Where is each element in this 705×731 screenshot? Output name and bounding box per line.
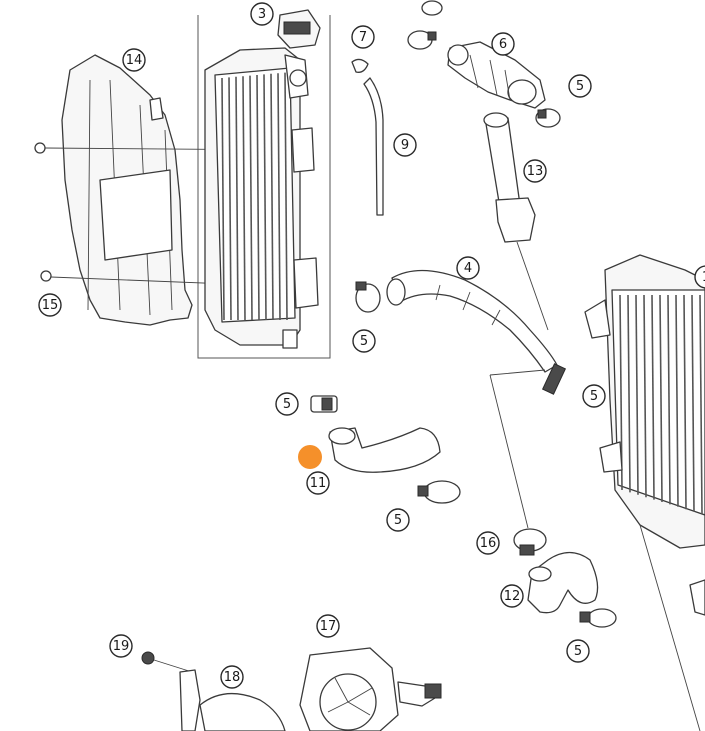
callout-number: 9 bbox=[401, 138, 409, 153]
callout-circle bbox=[491, 32, 515, 56]
callout-circle bbox=[306, 471, 330, 495]
callout-number: 1 bbox=[702, 270, 705, 285]
callout-circle bbox=[566, 639, 590, 663]
hose-clamp-lower-right bbox=[579, 608, 617, 628]
callout-number: 6 bbox=[499, 37, 507, 52]
callout-c4: 4 bbox=[456, 256, 480, 280]
callout-number: 5 bbox=[574, 644, 582, 659]
right-radiator-core bbox=[584, 254, 705, 731]
callout-c5f: 5 bbox=[566, 639, 590, 663]
callout-number: 4 bbox=[464, 261, 472, 276]
breather-clip bbox=[351, 58, 369, 73]
callout-number: 3 bbox=[258, 7, 266, 22]
callout-c11: 11 bbox=[306, 471, 330, 495]
callout-number: 11 bbox=[310, 476, 327, 491]
callout-number: 19 bbox=[113, 639, 130, 654]
radiator-group-frame bbox=[197, 15, 331, 359]
highlight-marker[interactable] bbox=[298, 445, 322, 469]
callout-c5d: 5 bbox=[582, 384, 606, 408]
callout-c16: 16 bbox=[476, 531, 500, 555]
callout-c19: 19 bbox=[109, 634, 133, 658]
callout-circle bbox=[351, 25, 375, 49]
hose-clamp-16 bbox=[513, 528, 547, 556]
callout-c5a: 5 bbox=[568, 74, 592, 98]
callout-c7: 7 bbox=[351, 25, 375, 49]
callout-number: 5 bbox=[360, 334, 368, 349]
screw-19 bbox=[141, 651, 193, 673]
hose-clamp-lower-left bbox=[417, 480, 461, 504]
callout-circle bbox=[500, 584, 524, 608]
callout-circle bbox=[250, 2, 274, 26]
left-radiator-core bbox=[204, 47, 319, 349]
hose-clamp-top-left bbox=[407, 30, 437, 50]
upper-radiator-hose bbox=[386, 269, 558, 373]
callout-circle bbox=[275, 392, 299, 416]
lower-hose-elbow bbox=[328, 427, 441, 473]
callout-c15: 15 bbox=[38, 293, 62, 317]
callout-c1: 1 bbox=[694, 265, 705, 289]
callout-c9: 9 bbox=[393, 133, 417, 157]
callout-circle bbox=[352, 329, 376, 353]
callout-c14: 14 bbox=[122, 48, 146, 72]
hose-clamp-right-top bbox=[535, 108, 561, 128]
callout-number: 14 bbox=[126, 53, 143, 68]
callout-c13: 13 bbox=[523, 159, 547, 183]
callout-circle bbox=[456, 256, 480, 280]
callout-circle bbox=[220, 665, 244, 689]
radiator-cap-part bbox=[277, 9, 321, 49]
callout-c17: 17 bbox=[316, 614, 340, 638]
small-hose-elbow bbox=[527, 551, 599, 614]
callout-c5c: 5 bbox=[275, 392, 299, 416]
callout-c5e: 5 bbox=[386, 508, 410, 532]
breather-tube bbox=[363, 77, 384, 216]
callout-circle bbox=[476, 531, 500, 555]
callout-number: 12 bbox=[504, 589, 521, 604]
callout-number: 15 bbox=[42, 298, 59, 313]
callout-circle bbox=[38, 293, 62, 317]
callout-number: 13 bbox=[527, 164, 544, 179]
callout-number: 5 bbox=[590, 389, 598, 404]
callout-circle bbox=[386, 508, 410, 532]
callout-number: 5 bbox=[283, 397, 291, 412]
callout-number: 17 bbox=[320, 619, 337, 634]
callout-number: 7 bbox=[359, 30, 367, 45]
callout-number: 16 bbox=[480, 536, 497, 551]
callout-c3: 3 bbox=[250, 2, 274, 26]
callout-circle bbox=[582, 384, 606, 408]
hose-clamp-top bbox=[421, 0, 443, 16]
callout-number: 18 bbox=[224, 670, 241, 685]
callout-circle bbox=[393, 133, 417, 157]
callout-circle bbox=[568, 74, 592, 98]
callout-c18: 18 bbox=[220, 665, 244, 689]
callout-circle bbox=[316, 614, 340, 638]
radiator-shroud-part bbox=[61, 54, 193, 326]
fan-bracket bbox=[179, 669, 286, 731]
callout-labels: 3 14 7 6 5 9 13 15 4 5 5 5 11 5 16 12 5 17 19 18 1 bbox=[38, 2, 705, 689]
callout-c12: 12 bbox=[500, 584, 524, 608]
coolant-pipe bbox=[483, 112, 549, 331]
callout-c5b: 5 bbox=[352, 329, 376, 353]
callout-circle bbox=[694, 265, 705, 289]
callout-number: 5 bbox=[576, 79, 584, 94]
cooling-fan bbox=[299, 647, 442, 731]
callout-circle bbox=[523, 159, 547, 183]
hose-clamp-small bbox=[310, 395, 338, 413]
callout-circle bbox=[122, 48, 146, 72]
callout-circle bbox=[109, 634, 133, 658]
hose-clamp-mid-left bbox=[355, 281, 381, 313]
hose-clamp-mid-right bbox=[541, 363, 567, 395]
callout-c6: 6 bbox=[491, 32, 515, 56]
callout-number: 5 bbox=[394, 513, 402, 528]
